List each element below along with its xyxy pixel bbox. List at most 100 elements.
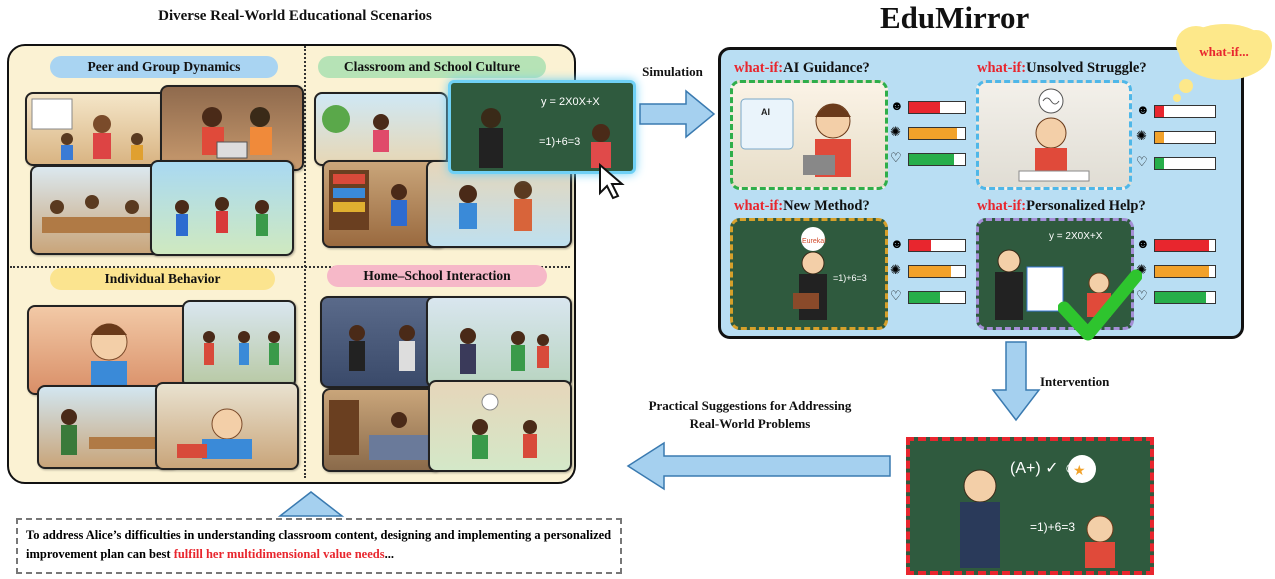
struggle-icon: [1018, 88, 1090, 182]
svg-text:★: ★: [1073, 463, 1086, 479]
table-scene-icon: [42, 195, 150, 233]
bar-1: [908, 101, 966, 114]
culture-photo-teacher: [426, 160, 572, 248]
bar-3: [1154, 157, 1216, 170]
bar-2: [908, 127, 966, 140]
suggestion-text-box: To address Alice’s difficulties in under…: [16, 518, 622, 574]
bar-1: [1154, 105, 1216, 118]
scenario-new-method-scene: Eureka! =1)+6=3: [730, 218, 888, 330]
brain-icon: ✺: [1136, 262, 1147, 277]
svg-text:(A+) ✓ ☺: (A+) ✓ ☺: [1010, 460, 1079, 477]
category-home-school: Home–School Interaction: [327, 265, 547, 287]
what-if-bubble-text: what-if...: [1199, 44, 1249, 59]
bar-2: [1154, 131, 1216, 144]
home-photo-desk: [428, 380, 572, 472]
hallway-scene-icon: [203, 331, 280, 365]
bar-1: [908, 239, 966, 252]
category-classroom-culture: Classroom and School Culture: [318, 56, 546, 78]
scenario-ai-guidance-scene: AI: [730, 80, 888, 190]
individual-photo-hallway: [182, 300, 296, 388]
bar-3: [1154, 291, 1216, 304]
bar-2: [908, 265, 966, 278]
scenario-unsolved-scene: [976, 80, 1132, 190]
desk-scene-icon: [472, 393, 537, 459]
scenario-ai-guidance-title: what-if:AI Guidance?: [734, 60, 870, 76]
svg-text:=1)+6=3: =1)+6=3: [1030, 520, 1075, 534]
culture-photo-class: [314, 92, 448, 166]
library-scene-icon: [329, 170, 407, 230]
heart-hand-icon: ♡: [890, 150, 902, 165]
svg-text:y = 2X0X+X: y = 2X0X+X: [541, 96, 600, 108]
happy-face-icon: ☻: [890, 98, 904, 113]
individual-photo-tired: [155, 382, 299, 470]
left-title: Diverse Real-World Educational Scenarios: [158, 8, 432, 24]
horizontal-divider: [10, 266, 570, 268]
intervention-result-scene: (A+) ✓ ☺ =1)+6=3 ★: [906, 437, 1154, 575]
svg-text:Eureka!: Eureka!: [802, 238, 826, 245]
suggestions-label-line1: Practical Suggestions for Addressing: [648, 398, 852, 413]
classroom-scene-icon: [61, 409, 169, 455]
new-method-icon: Eureka! =1)+6=3: [793, 227, 867, 320]
teacher-scene-icon: [459, 181, 532, 231]
peer-photo-playground: [150, 160, 294, 256]
happy-face-icon: ☻: [1136, 102, 1150, 117]
svg-text:=1)+6=3: =1)+6=3: [833, 273, 867, 283]
intervention-arrow: [991, 341, 1041, 422]
result-classroom-icon: (A+) ✓ ☺ =1)+6=3 ★: [960, 455, 1115, 568]
personalized-help-icon: y = 2X0X+X: [995, 231, 1111, 320]
heart-hand-icon: ♡: [1136, 154, 1148, 169]
vertical-divider: [304, 46, 306, 478]
scenario-personalized-title: what-if:Personalized Help?: [977, 198, 1146, 214]
intervention-label: Intervention: [1040, 374, 1110, 389]
suggestion-highlight: fulfill her multidimensional value needs: [173, 547, 385, 561]
brain-icon: ✺: [890, 124, 901, 139]
stress-scene-icon: [90, 323, 128, 393]
meeting-scene-icon: [349, 325, 415, 371]
heart-hand-icon: ♡: [890, 288, 902, 303]
peer-photo-music: [25, 92, 171, 166]
bar-1: [1154, 239, 1216, 252]
cursor-icon: [599, 163, 625, 200]
simulation-label: Simulation: [642, 64, 703, 79]
bar-3: [908, 153, 966, 166]
suggestions-label-line2: Real-World Problems: [689, 416, 811, 431]
hall-scene-icon: [460, 328, 549, 374]
blackboard-scene-icon: y = 2X0X+X =1)+6=3: [479, 96, 611, 168]
peer-photo-table: [30, 165, 162, 255]
up-arrow: [277, 491, 345, 517]
bar-2: [1154, 265, 1216, 278]
category-peer-group: Peer and Group Dynamics: [50, 56, 278, 78]
suggestion-tail: ...: [384, 547, 394, 561]
simulation-arrow: [639, 89, 716, 139]
edumirror-title: EduMirror: [880, 0, 1030, 35]
living-room-icon: [329, 400, 429, 460]
brain-icon: ✺: [890, 262, 901, 277]
highlighted-classroom-frame[interactable]: y = 2X0X+X =1)+6=3: [448, 80, 636, 174]
music-scene-icon: [31, 98, 143, 160]
category-individual-behavior: Individual Behavior: [50, 268, 275, 290]
checkmark-icon: [1058, 269, 1142, 341]
suggestions-arrow: [626, 441, 891, 491]
happy-face-icon: ☻: [890, 236, 904, 251]
svg-text:=1)+6=3: =1)+6=3: [539, 136, 580, 148]
svg-text:y = 2X0X+X: y = 2X0X+X: [1049, 231, 1103, 242]
suggestion-text: To address Alice’s difficulties in under…: [26, 528, 612, 561]
scenario-unsolved-title: what-if:Unsolved Struggle?: [977, 60, 1147, 76]
peer-photo-laptop: [160, 85, 304, 171]
home-photo-meeting: [320, 296, 444, 388]
happy-face-icon: ☻: [1136, 236, 1150, 251]
brain-icon: ✺: [1136, 128, 1147, 143]
tired-student-icon: [177, 408, 252, 459]
culture-photo-library: [322, 160, 446, 248]
svg-text:AI: AI: [761, 107, 770, 117]
individual-photo-stress: [27, 305, 191, 395]
class-scene-icon: [322, 105, 389, 152]
ai-guidance-icon: AI: [740, 98, 851, 177]
bar-3: [908, 291, 966, 304]
home-photo-living: [322, 388, 441, 472]
heart-hand-icon: ♡: [1136, 288, 1148, 303]
home-photo-hall: [426, 296, 572, 388]
scenario-new-method-title: what-if:New Method?: [734, 198, 870, 214]
laptop-scene-icon: [202, 107, 272, 159]
thought-bubble-icon: [1173, 24, 1272, 102]
